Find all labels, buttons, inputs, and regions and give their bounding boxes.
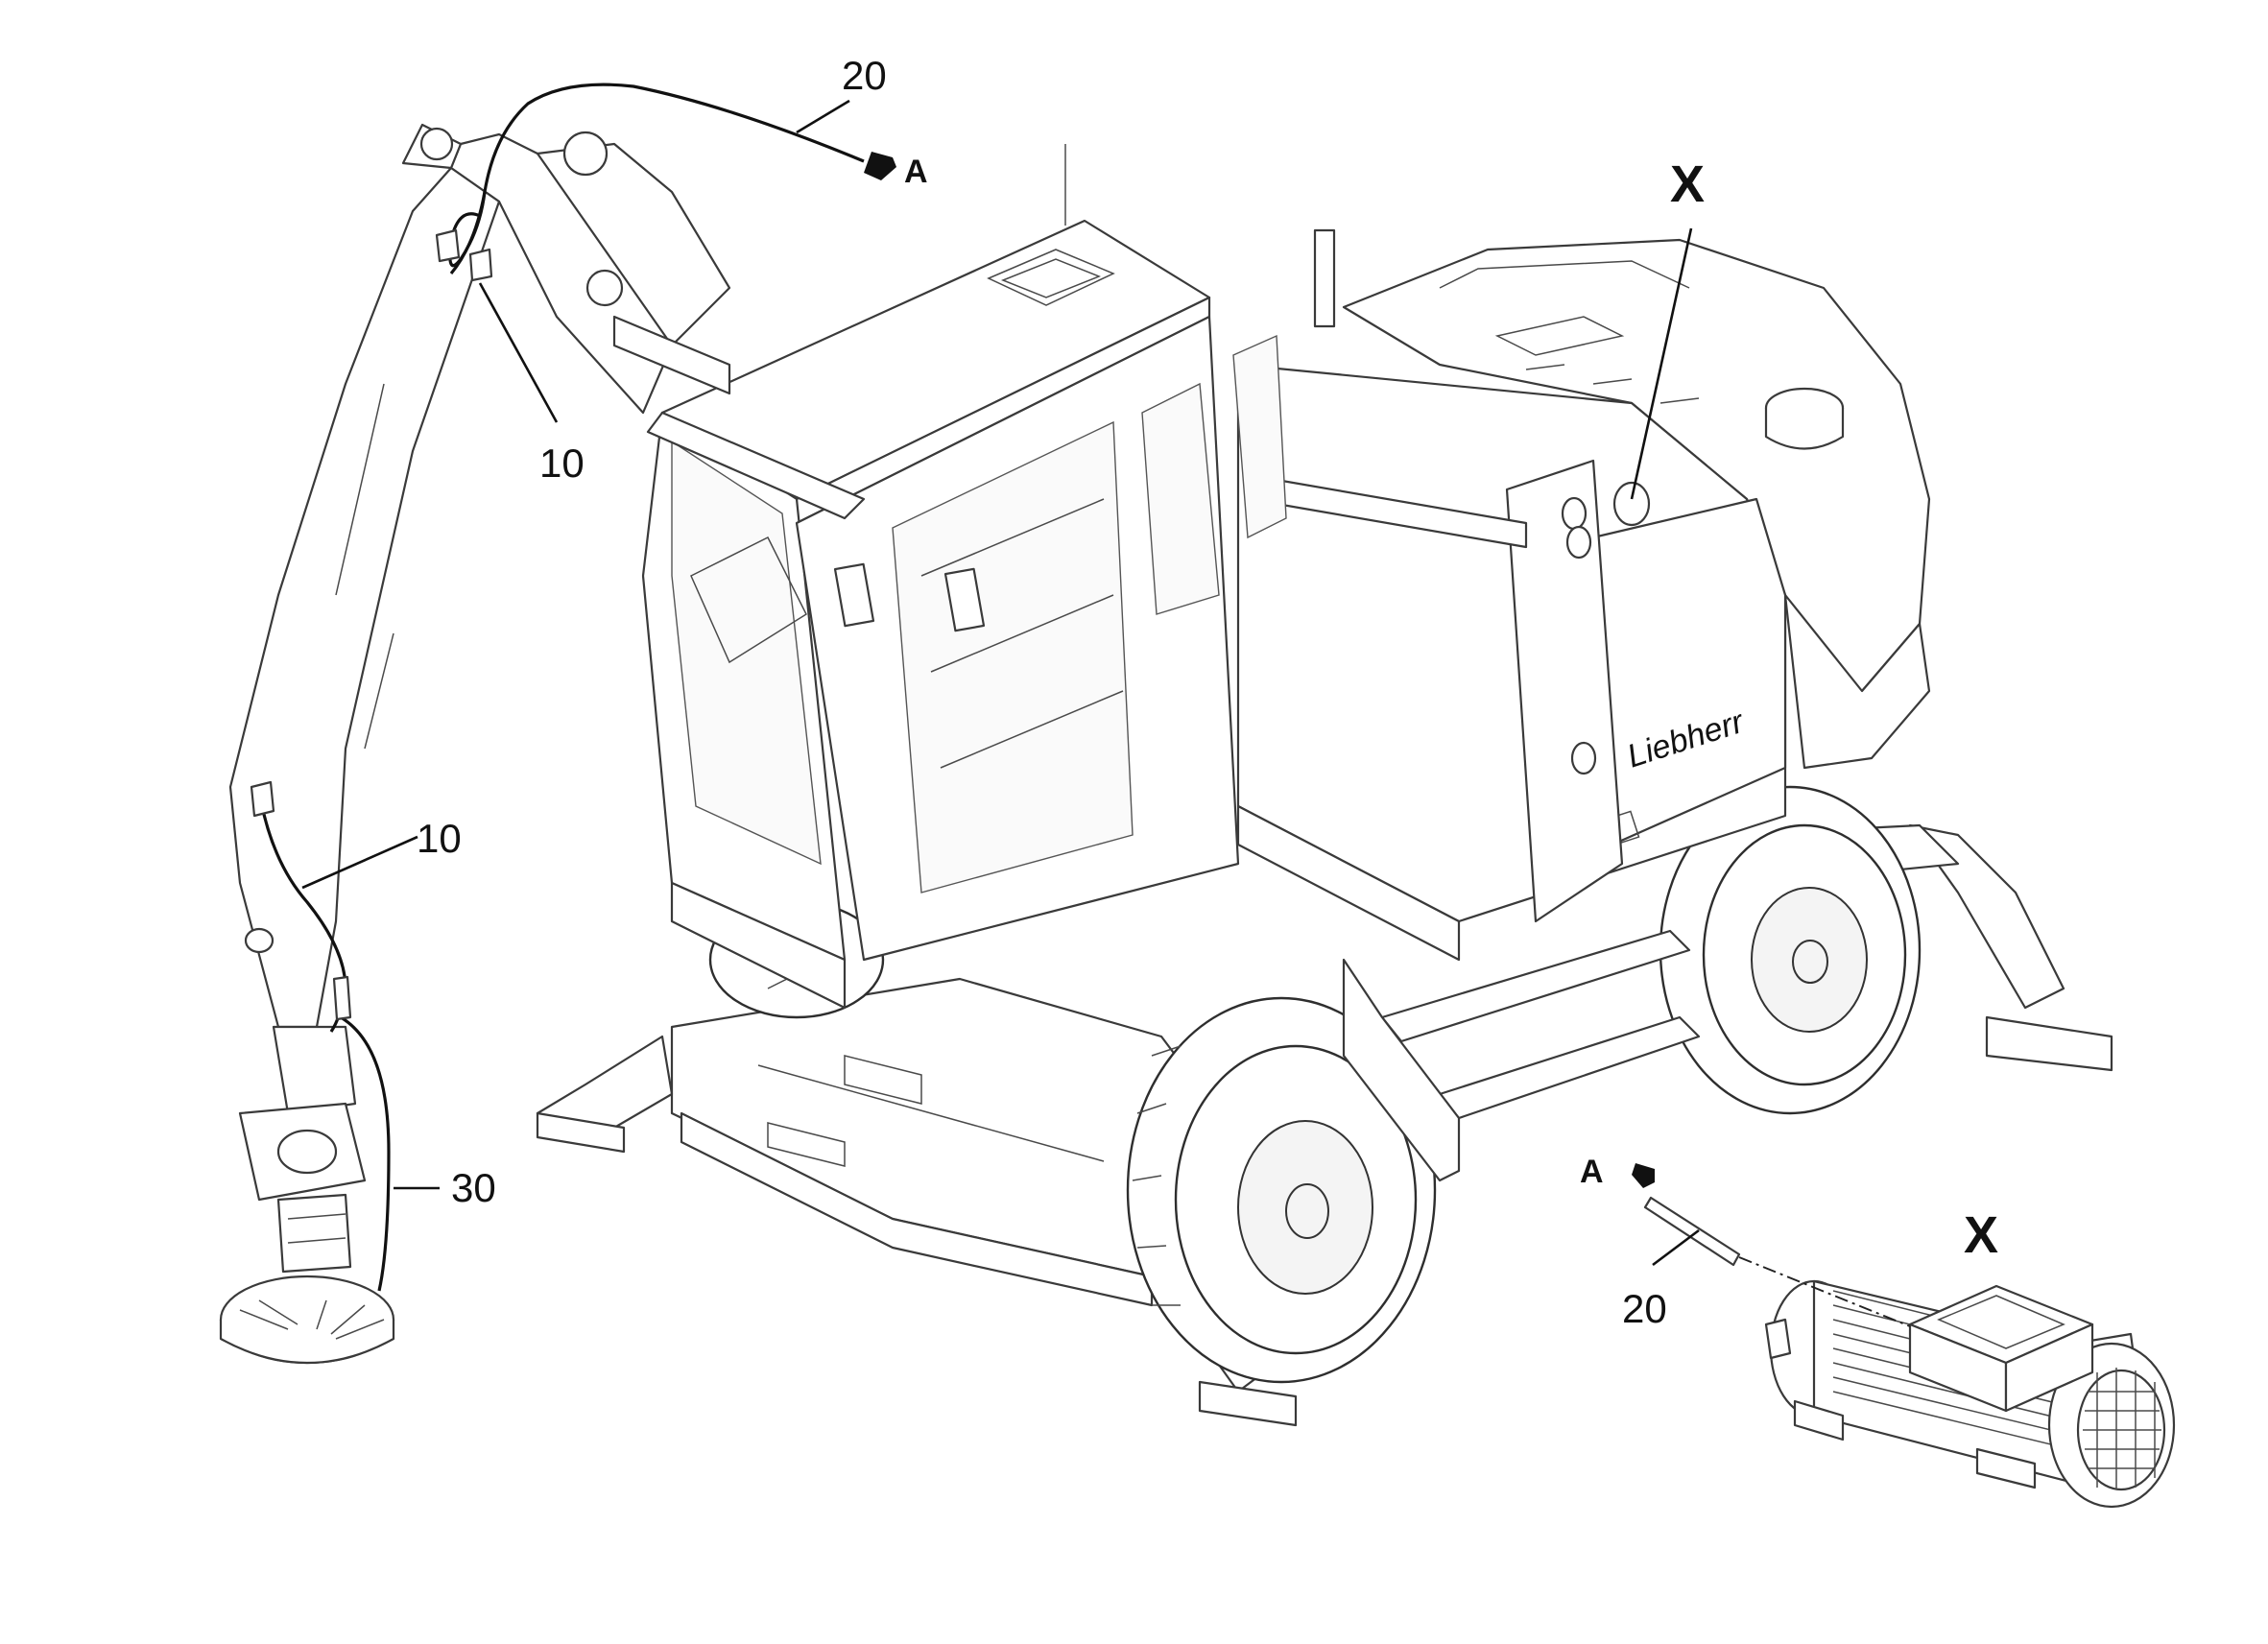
operator-cab [641,144,1287,1010]
label-x-detail: X [1964,1206,1998,1264]
label-cable-20-top: 20 [842,53,887,98]
label-cable-20-bottom: 20 [1622,1286,1667,1331]
leader-20-top [796,99,850,134]
cable-10-upper-route [448,191,487,268]
upper-carriage: Liebherr [1236,228,1931,1182]
label-cable-10-upper: 10 [539,441,585,486]
cable-20-detail [1643,1196,1911,1327]
label-cable-10-lower: 10 [417,816,462,861]
rear-wheel [1659,785,1922,1115]
label-cable-30: 30 [451,1165,496,1210]
leader-10-upper [478,282,559,423]
direction-a-arrow-top [864,152,896,180]
label-a-top: A [904,154,928,190]
label-x-top: X [1670,155,1705,213]
cable-30-route [340,1015,391,1292]
direction-a-arrow-bottom [1632,1163,1655,1188]
boom-arm [219,123,731,1365]
electric-motor-detail [1764,1279,2176,1509]
leader-10-lower [301,835,418,890]
leader-x-top [1630,227,1693,500]
front-wheel [1126,996,1437,1384]
cable-routing [250,83,865,1292]
label-a-bottom: A [1580,1154,1604,1190]
leader-20-bottom [1652,1228,1700,1267]
leader-lines [301,99,1700,1267]
